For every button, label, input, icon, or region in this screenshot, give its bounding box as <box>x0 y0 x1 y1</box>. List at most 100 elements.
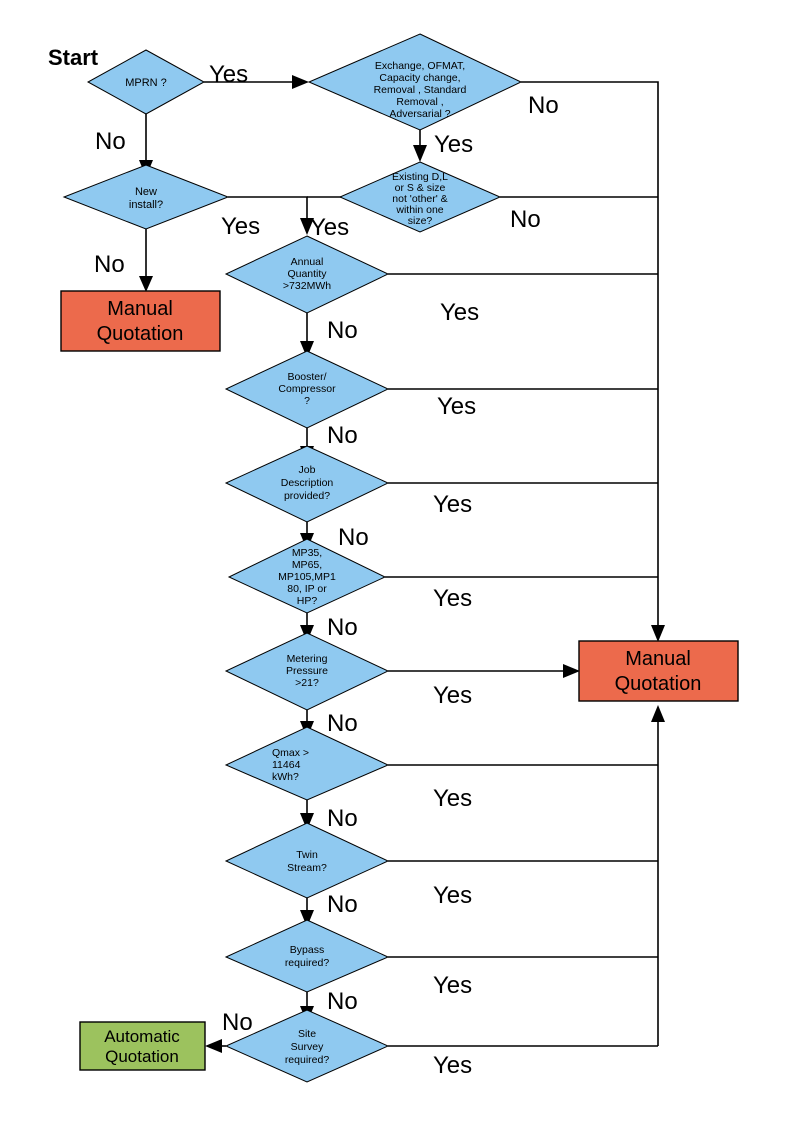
decision-new-install-line-0: New <box>135 186 157 198</box>
decision-booster-line-2: ? <box>304 395 310 407</box>
decision-metering-pressure[interactable]: Metering Pressure >21? <box>224 632 390 711</box>
label-booster-no: No <box>327 422 358 449</box>
label-qmax-no: No <box>327 805 358 832</box>
decision-jobdesc-line-1: Description <box>281 477 334 489</box>
decision-jobdesc-line-2: provided? <box>284 490 330 502</box>
decision-annual-quantity-line-0: Annual <box>291 256 324 268</box>
decision-mprn[interactable]: MPRN ? <box>86 49 206 115</box>
decision-sitesurvey-line-0: Site <box>298 1028 316 1040</box>
decision-exchange-line-2: Removal , Standard <box>374 84 467 96</box>
label-existing-dls-yes: Yes <box>310 214 349 241</box>
decision-mprn-line-0: MPRN ? <box>125 77 167 89</box>
decision-qmax[interactable]: Qmax > 11464 kWh? <box>224 726 390 801</box>
arrowhead-mprn-yes <box>292 75 309 89</box>
terminal-manual-quotation-right-box[interactable] <box>578 640 739 702</box>
label-annual-quantity-no: No <box>327 317 358 344</box>
decision-mprn-diamond[interactable] <box>86 49 206 115</box>
decision-existing-dls-line-1: or S & size <box>395 182 446 194</box>
arrowhead-newinstall-yes <box>300 218 314 235</box>
decision-annual-quantity-line-1: Quantity <box>287 268 327 280</box>
decision-exchange-line-1: Capacity change, <box>379 72 460 84</box>
label-metering-no: No <box>327 710 358 737</box>
label-jobdesc-yes: Yes <box>433 491 472 518</box>
label-pressuretier-yes: Yes <box>433 585 472 612</box>
terminal-manual-left-line-0: Manual <box>107 298 173 320</box>
label-twinstream-yes: Yes <box>433 882 472 909</box>
terminal-manual-quotation-right[interactable]: Manual Quotation <box>578 640 739 702</box>
edge-exchange-no <box>521 81 659 632</box>
decision-booster-line-1: Compressor <box>278 383 336 395</box>
arrowhead-rail-bottom <box>651 705 665 722</box>
decision-qmax-line-0: Qmax > <box>272 747 309 759</box>
decision-existing-dls-line-4: size? <box>408 215 433 227</box>
decision-site-survey-diamond[interactable] <box>224 1009 390 1083</box>
terminal-automatic-quotation[interactable]: Automatic Quotation <box>79 1021 206 1071</box>
decision-annual-quantity[interactable]: Annual Quantity >732MWh <box>224 235 390 314</box>
decision-exchange-diamond[interactable] <box>307 33 523 131</box>
label-pressuretier-no: No <box>327 614 358 641</box>
decision-twin-stream-diamond[interactable] <box>224 822 390 899</box>
label-bypass-yes: Yes <box>433 972 472 999</box>
label-booster-yes: Yes <box>437 393 476 420</box>
decision-qmax-line-2: kWh? <box>272 771 299 783</box>
label-jobdesc-no: No <box>338 524 369 551</box>
arrowhead-sitesurvey-no <box>205 1039 222 1053</box>
decision-pressuretier-line-0: MP35, <box>292 547 322 559</box>
decision-booster-compressor-diamond[interactable] <box>224 350 390 429</box>
label-mprn-yes: Yes <box>209 61 248 88</box>
arrowhead-exchange-yes <box>413 145 427 162</box>
decision-bypass[interactable]: Bypass required? <box>224 919 390 993</box>
decision-site-survey[interactable]: Site Survey required? <box>224 1009 390 1083</box>
decision-bypass-line-0: Bypass <box>290 944 324 956</box>
decision-existing-dls-line-3: within one <box>395 204 443 216</box>
decision-existing-dls-line-2: not 'other' & <box>392 193 447 205</box>
decision-pressure-tier[interactable]: MP35, MP65, MP105,MP1 80, IP or HP? <box>227 538 387 614</box>
arrowhead-newinstall-no <box>139 276 153 292</box>
terminal-automatic-quotation-box[interactable] <box>79 1021 206 1071</box>
decision-existing-dls[interactable]: Existing D,L or S & size not 'other' & w… <box>338 161 502 233</box>
start-label: Start <box>48 45 99 70</box>
decision-twinstream-line-1: Stream? <box>287 862 327 874</box>
arrowhead-rail-top <box>651 625 665 642</box>
decision-booster-line-0: Booster/ <box>287 371 326 383</box>
decision-new-install-diamond[interactable] <box>62 164 230 230</box>
decision-sitesurvey-line-2: required? <box>285 1054 330 1066</box>
label-bypass-no: No <box>327 988 358 1015</box>
decision-twinstream-line-0: Twin <box>296 849 318 861</box>
decision-exchange[interactable]: Exchange, OFMAT, Capacity change, Remova… <box>307 33 523 131</box>
decision-twin-stream[interactable]: Twin Stream? <box>224 822 390 899</box>
decision-bypass-diamond[interactable] <box>224 919 390 993</box>
decision-metering-line-2: >21? <box>295 677 319 689</box>
decision-new-install[interactable]: New install? <box>62 164 230 230</box>
decision-metering-line-1: Pressure <box>286 665 328 677</box>
decision-job-description-diamond[interactable] <box>224 445 390 523</box>
decision-pressuretier-line-2: MP105,MP1 <box>278 571 336 583</box>
decision-qmax-diamond[interactable] <box>224 726 390 801</box>
decision-booster-compressor[interactable]: Booster/ Compressor ? <box>224 350 390 429</box>
terminal-manual-right-line-1: Quotation <box>615 673 702 695</box>
decision-pressuretier-line-1: MP65, <box>292 559 322 571</box>
terminal-automatic-line-1: Quotation <box>105 1047 179 1066</box>
decision-bypass-line-1: required? <box>285 957 330 969</box>
decision-job-description[interactable]: Job Description provided? <box>224 445 390 523</box>
decision-qmax-line-1: 11464 <box>272 759 301 771</box>
label-existing-dls-no: No <box>510 206 541 233</box>
decision-annual-quantity-line-2: >732MWh <box>283 280 331 292</box>
terminal-manual-quotation-left-box[interactable] <box>60 290 221 352</box>
decision-existing-dls-line-0: Existing D,L <box>392 171 448 183</box>
terminal-manual-quotation-left[interactable]: Manual Quotation <box>60 290 221 352</box>
decision-existing-dls-diamond[interactable] <box>338 161 502 233</box>
decision-jobdesc-line-0: Job <box>299 464 316 476</box>
decision-exchange-line-0: Exchange, OFMAT, <box>375 60 465 72</box>
label-new-install-yes: Yes <box>221 213 260 240</box>
label-exchange-no: No <box>528 92 559 119</box>
label-metering-yes: Yes <box>433 682 472 709</box>
decision-annual-quantity-diamond[interactable] <box>224 235 390 314</box>
decision-exchange-line-4: Adversarial ? <box>389 108 450 120</box>
decision-pressure-tier-diamond[interactable] <box>227 538 387 614</box>
arrowhead-twinstream-no <box>300 910 314 927</box>
label-new-install-no: No <box>94 251 125 278</box>
decision-metering-line-0: Metering <box>287 653 328 665</box>
label-exchange-yes: Yes <box>434 131 473 158</box>
decision-metering-pressure-diamond[interactable] <box>224 632 390 711</box>
